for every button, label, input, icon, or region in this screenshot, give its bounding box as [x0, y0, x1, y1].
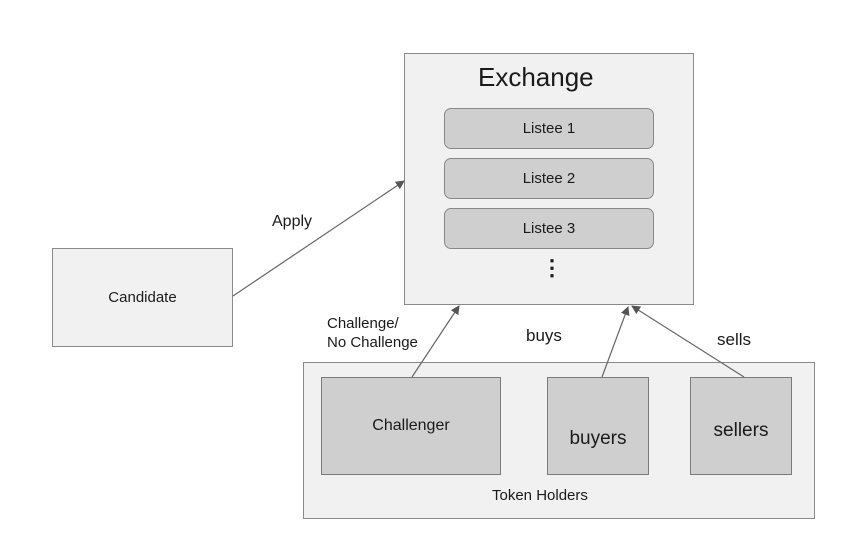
listee-2: Listee 2 — [444, 158, 654, 199]
challenger-box: Challenger — [321, 377, 501, 475]
buyers-box: buyers — [547, 377, 649, 475]
listee-1: Listee 1 — [444, 108, 654, 149]
buyers-label: buyers — [569, 428, 627, 449]
token-holders-label: Token Holders — [492, 487, 588, 504]
buys-arrow — [601, 306, 630, 378]
listee-ellipsis: ⋮ — [541, 255, 563, 280]
sells-arrow — [631, 305, 745, 378]
listee-2-label: Listee 2 — [522, 170, 576, 187]
candidate-label: Candidate — [108, 289, 177, 306]
challenge-label-line1: Challenge/ — [327, 315, 399, 332]
buys-label: buys — [526, 326, 562, 345]
challenge-arrow — [411, 305, 460, 378]
listee-3: Listee 3 — [444, 208, 654, 249]
listee-3-label: Listee 3 — [522, 220, 576, 237]
apply-label: Apply — [272, 213, 313, 230]
exchange-title: Exchange — [478, 62, 594, 92]
challenger-label: Challenger — [372, 417, 450, 434]
sellers-box: sellers — [690, 377, 792, 475]
listee-1-label: Listee 1 — [522, 120, 576, 137]
sellers-label: sellers — [713, 420, 769, 441]
sells-label: sells — [717, 330, 752, 349]
candidate-box: Candidate — [52, 248, 233, 347]
apply-arrow — [232, 180, 405, 297]
challenge-label-line2: No Challenge — [327, 334, 418, 351]
